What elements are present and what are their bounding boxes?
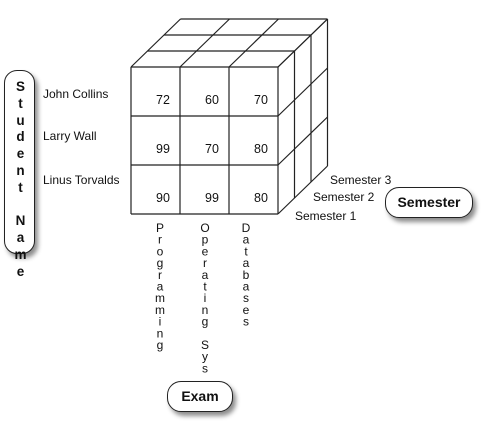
score-cell: 70 [254,93,268,107]
side-depth-line [277,67,328,117]
top-depth-line [179,18,230,68]
semester-axis-label: Semester [385,187,473,218]
score-cell: 99 [156,142,170,156]
student-name-label: Larry Wall [43,129,97,143]
side-depth-line [277,18,328,68]
student-name-label: John Collins [43,87,108,101]
score-cell: 90 [156,191,170,205]
exam-axis-label: Exam [167,381,233,412]
student-name-label: Linus Torvalds [43,173,120,187]
side-depth-line [277,116,328,166]
score-cell: 80 [254,142,268,156]
side-depth-line [277,165,328,215]
score-cell: 70 [205,142,219,156]
score-cell: 60 [205,93,219,107]
semester-label: Semester 1 [295,209,357,223]
score-cell: 80 [254,191,268,205]
semester-label: Semester 2 [313,190,375,204]
student-name-axis-label: S t u d e n t N a m e [4,70,35,279]
top-depth-line [228,18,279,68]
top-depth-line [130,18,181,68]
score-cell: 99 [205,191,219,205]
semester-label: Semester 3 [330,173,392,187]
student-name-axis-text: S t u d e n t N a m e [14,79,27,279]
score-cell: 72 [156,93,170,107]
